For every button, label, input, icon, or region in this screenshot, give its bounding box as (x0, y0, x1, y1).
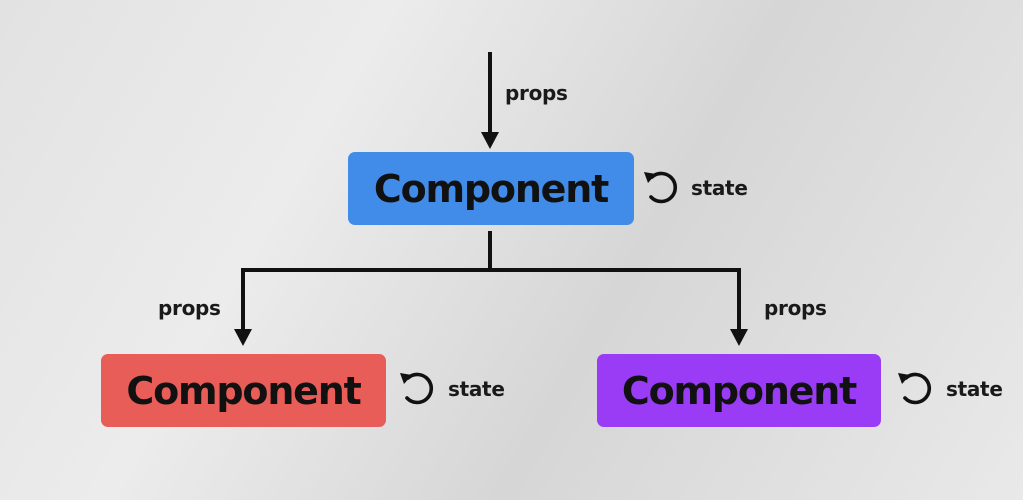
left-state-label: state (448, 377, 505, 401)
right-state-label: state (946, 377, 1003, 401)
right-component-label: Component (621, 368, 857, 413)
top-state-label: state (691, 176, 748, 200)
top-component-box: Component (348, 152, 634, 225)
cycle-arrow-icon (400, 372, 434, 405)
arrow-down-icon (481, 132, 499, 149)
right-props-label: props (764, 296, 827, 320)
top-component-label: Component (373, 166, 609, 211)
left-props-label: props (158, 296, 221, 320)
arrow-down-icon (730, 329, 748, 346)
top-props-label: props (505, 81, 568, 105)
cycle-arrow-icon (898, 372, 932, 405)
left-component-label: Component (126, 368, 361, 413)
cycle-arrow-icon (644, 171, 678, 204)
left-component-box: Component (101, 354, 386, 427)
arrow-down-icon (234, 329, 252, 346)
right-component-box: Component (597, 354, 881, 427)
